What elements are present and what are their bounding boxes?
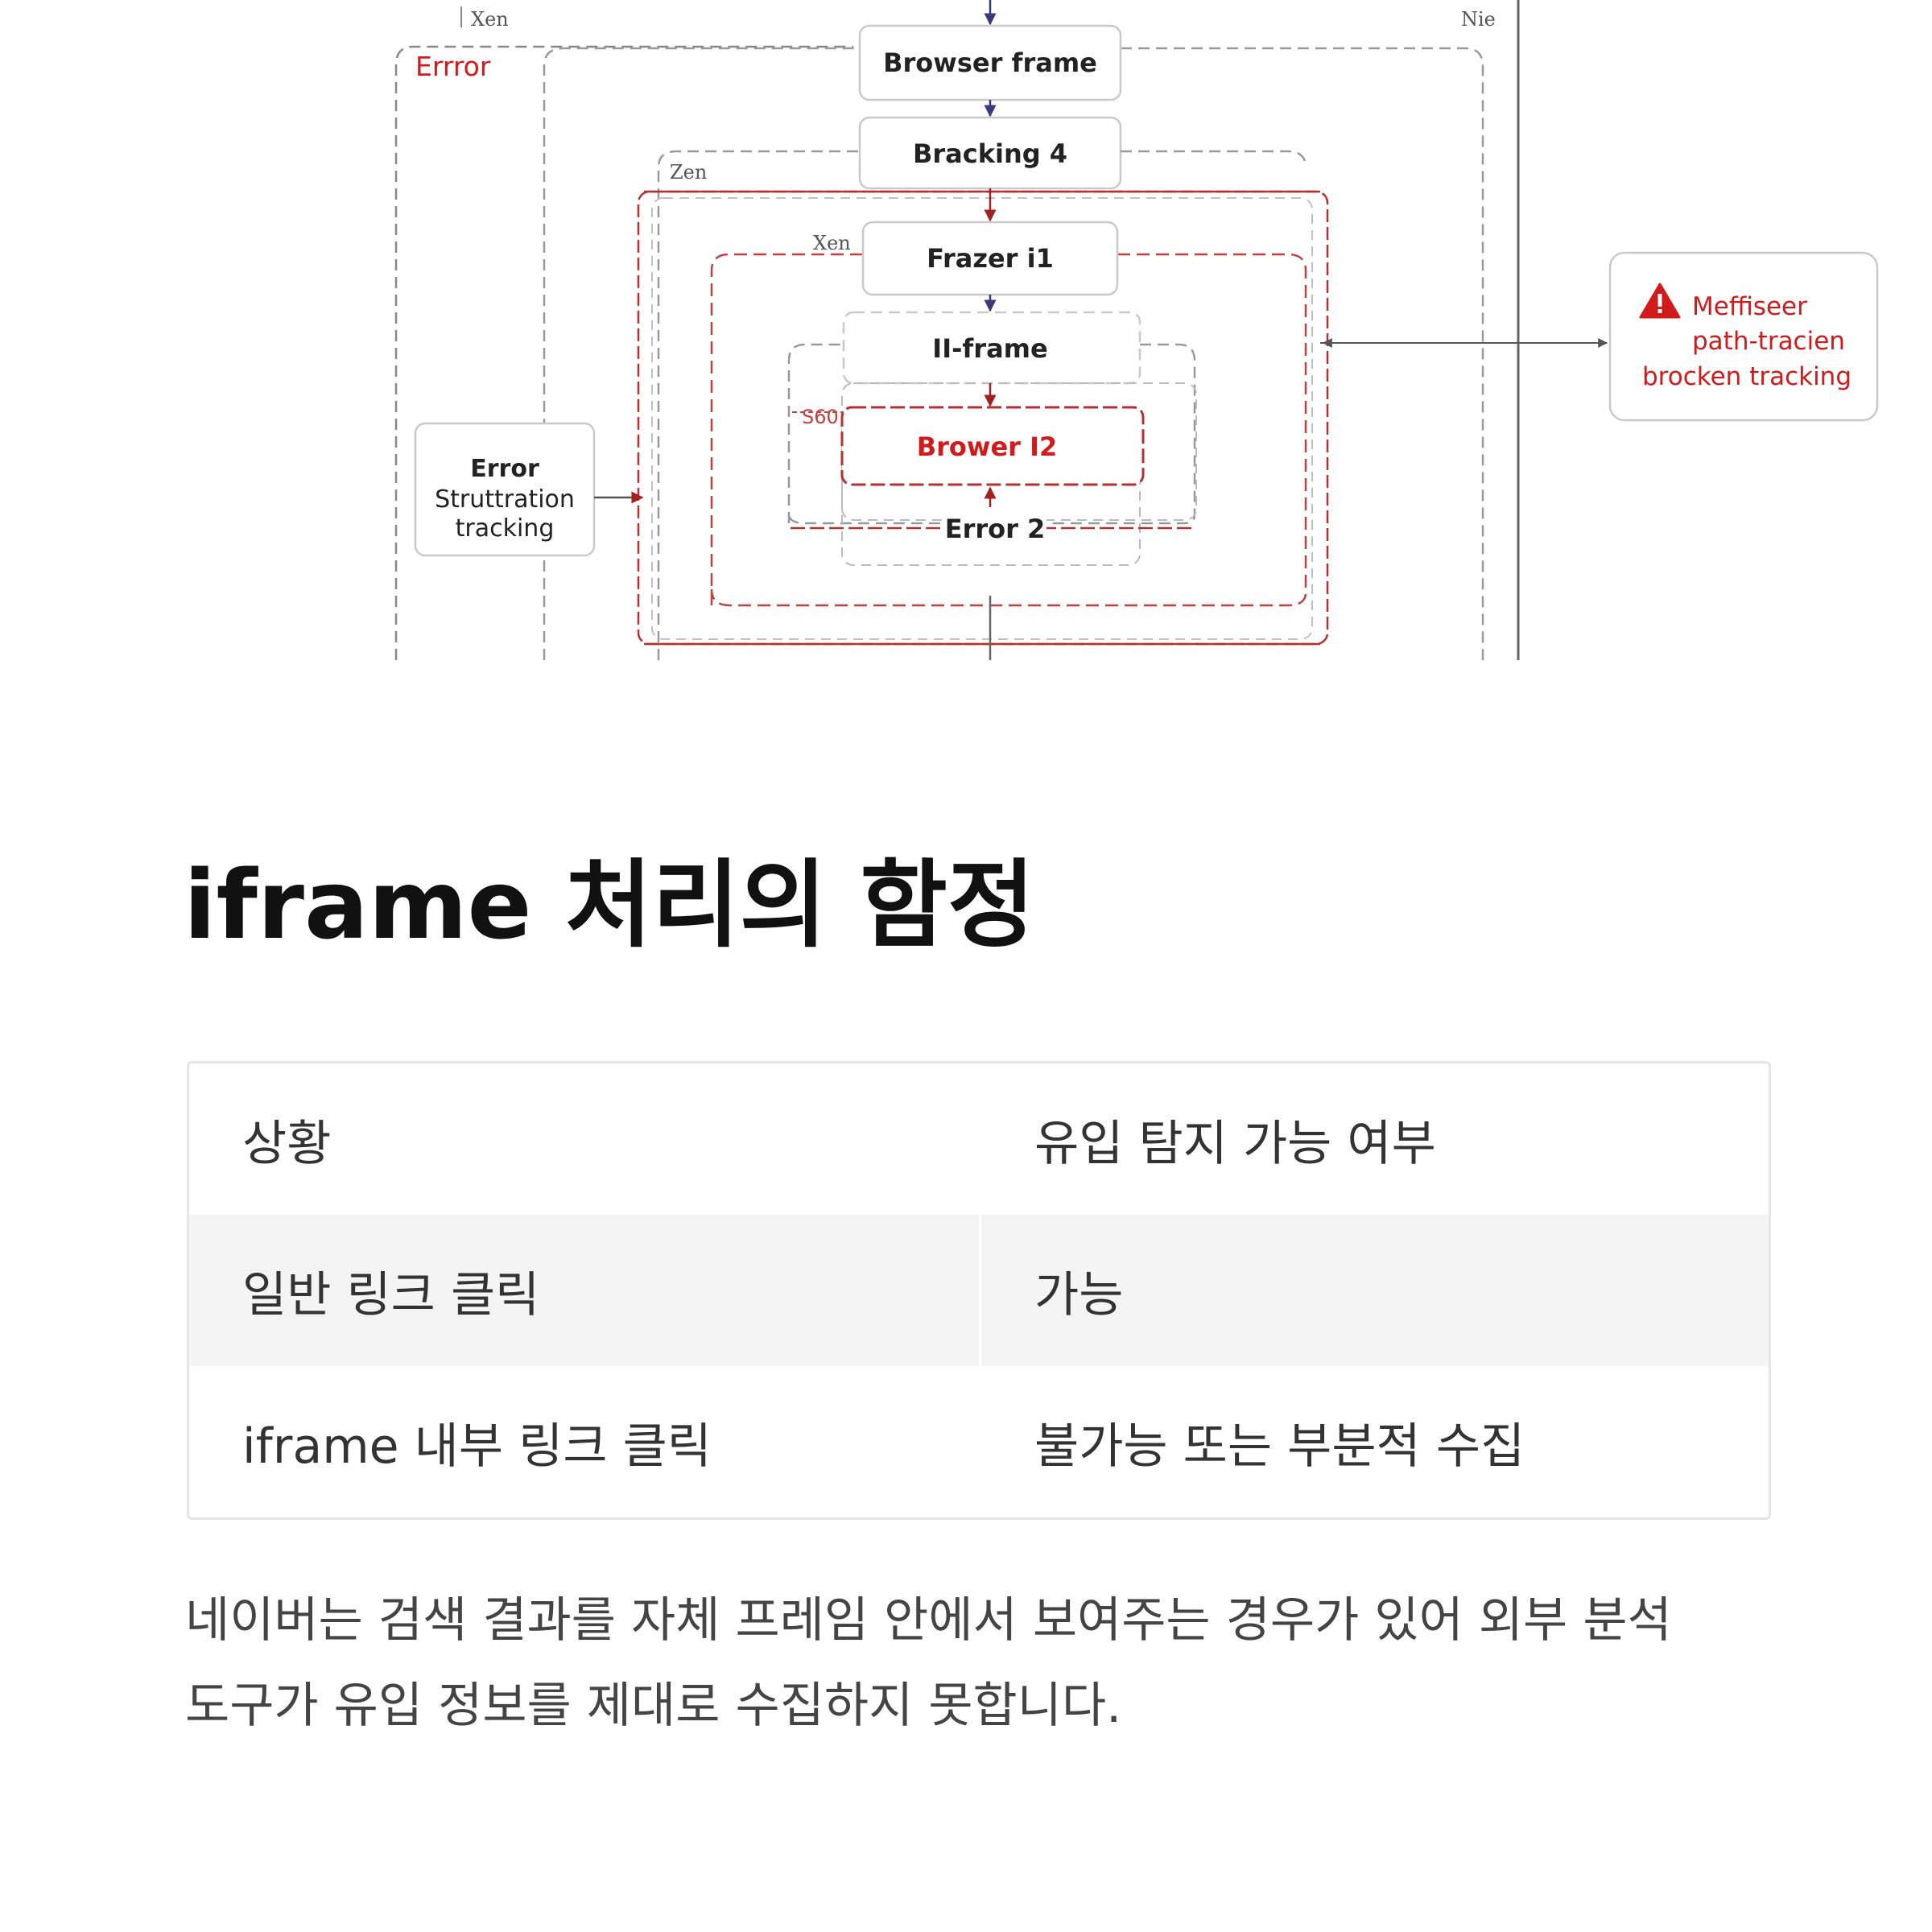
label-errror: Errror — [415, 51, 491, 82]
body-paragraph: 네이버는 검색 결과를 자체 프레임 안에서 보여주는 경우가 있어 외부 분석… — [185, 1592, 1672, 1734]
table-cell: 가능 — [981, 1215, 1769, 1366]
iframe-tracking-table: 상황 유입 탐지 가능 여부 일반 링크 클릭 가능 iframe 내부 링크 … — [187, 1061, 1771, 1520]
label-xen-inner: Xen — [813, 232, 851, 254]
red-frame-container-inner — [651, 197, 1313, 640]
table-cell: 일반 링크 클릭 — [189, 1215, 981, 1366]
label-zen: Zen — [670, 161, 707, 184]
alert-line1: Meffiseer — [1692, 292, 1807, 321]
side-error-box — [414, 422, 596, 557]
node-bracking-label: Bracking 4 — [913, 138, 1067, 169]
node-error2-label: Error 2 — [945, 514, 1046, 544]
label-s60: S60 — [802, 406, 839, 428]
table-row: iframe 내부 링크 클릭 불가능 또는 부분적 수집 — [189, 1366, 1769, 1517]
node-error2-bg — [942, 509, 1046, 546]
section-heading: iframe 처리의 함정 — [184, 849, 1035, 960]
node-browser-frame-label: Browser frame — [883, 47, 1097, 78]
table-cell: 불가능 또는 부분적 수집 — [1034, 1418, 1525, 1475]
alert-line3: brocken tracking — [1642, 362, 1852, 391]
node-iiframe-label: II-frame — [932, 333, 1047, 364]
table-row: 일반 링크 클릭 가능 — [189, 1215, 1769, 1366]
table-header-row: 상황 유입 탐지 가능 여부 — [189, 1063, 1769, 1215]
table-cell: iframe 내부 링크 클릭 — [242, 1418, 712, 1475]
node-brower — [840, 406, 1145, 486]
label-nie: Nie — [1461, 8, 1496, 31]
errror-container — [394, 45, 853, 660]
outer-frame-container — [543, 47, 1484, 660]
side-error-line1: Error — [470, 455, 539, 483]
alert-box — [1608, 251, 1879, 422]
alert-line2: path-tracien — [1692, 327, 1845, 356]
node-frazer-label: Frazer i1 — [927, 243, 1054, 274]
table-header-cell: 상황 — [242, 1115, 332, 1172]
side-error-line2: Struttration — [435, 485, 575, 514]
frazer-container — [710, 253, 1307, 607]
iiframe-container — [787, 343, 1196, 525]
iframe-tracking-diagram: Xen Nie Errror Browser frame Bracking 4 … — [394, 0, 1879, 660]
label-xen-top: Xen — [471, 8, 509, 31]
node-brower-label: Brower I2 — [917, 431, 1058, 462]
warning-triangle-icon — [1639, 283, 1681, 319]
side-error-line3: tracking — [456, 514, 555, 543]
table-header-cell: 유입 탐지 가능 여부 — [1034, 1115, 1436, 1172]
zen-container — [657, 150, 1307, 660]
